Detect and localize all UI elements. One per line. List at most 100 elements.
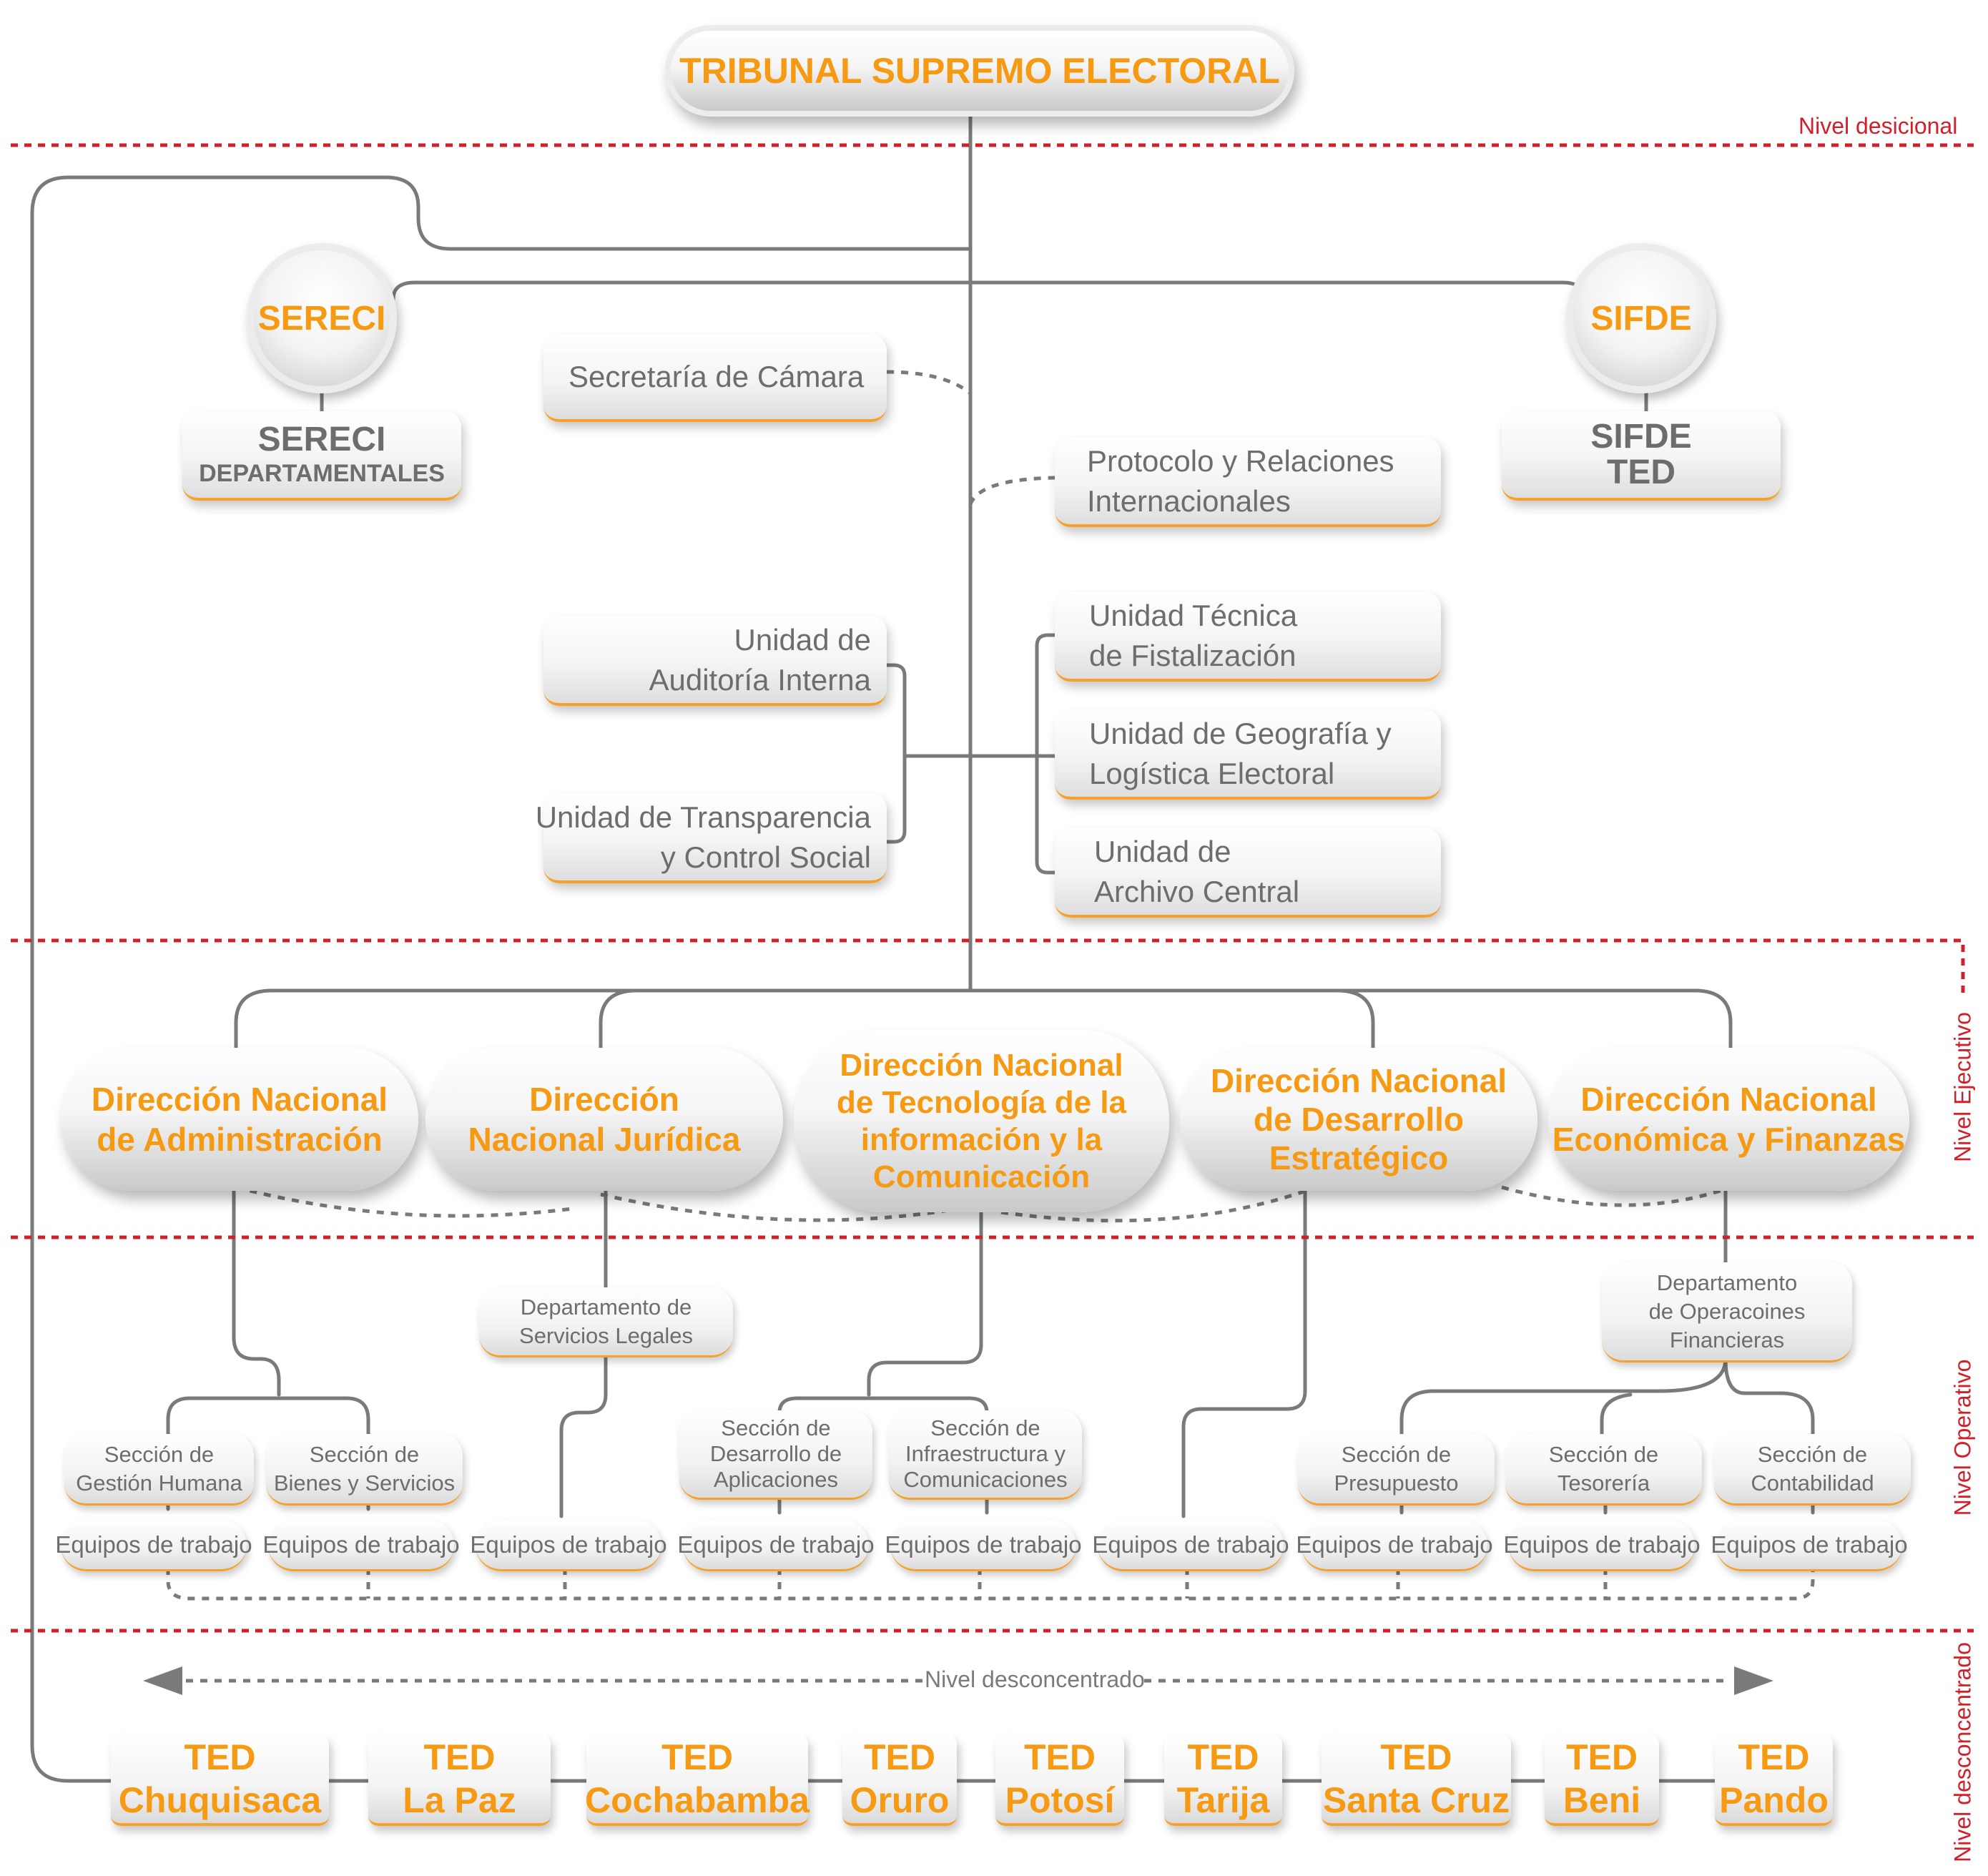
geografia-line2: Logística Electoral [1089,756,1335,790]
depto-operaciones-line1: Departamento [1656,1270,1798,1295]
ted-potosi-line1: TED [1024,1737,1096,1777]
sec-bs-line2: Bienes y Servicios [273,1470,456,1496]
sec-bs-line1: Sección de [309,1441,420,1467]
dir-tec-line4: Comunicación [872,1159,1091,1194]
dir-desarrollo-line3: Estratégico [1269,1139,1449,1177]
ted-oruro-line2: Oruro [850,1780,950,1820]
sec-da-line1: Sección de [721,1415,831,1440]
ted-la-paz: TED La Paz [368,1734,551,1826]
sifde-circle-label: SIFDE [1590,299,1692,338]
ted-tarija-line2: Tarija [1176,1780,1270,1820]
ted-pando: TED Pando [1715,1734,1833,1826]
seccion-gestion-humana-box: Sección de Gestión Humana [64,1434,254,1506]
equipos-trabajo-servicios-legales: Equipos de trabajo [470,1520,667,1571]
sec-da-line3: Aplicaciones [713,1467,839,1492]
dir-tec-line3: información y la [860,1121,1103,1157]
sec-gh-line1: Sección de [104,1441,215,1467]
protocolo-line1: Protocolo y Relaciones [1087,443,1394,478]
sec-da-line2: Desarrollo de [709,1441,842,1466]
auditoria-line1: Unidad de [734,622,871,657]
seccion-bienes-servicios-box: Sección de Bienes y Servicios [266,1434,463,1506]
transparencia-line1: Unidad de Transparencia [535,800,871,834]
protocolo-relaciones-box: Protocolo y Relaciones Internacionales [1055,438,1441,527]
seccion-desarrollo-aplicaciones-box: Sección de Desarrollo de Aplicaciones [679,1410,872,1500]
tribunal-supremo-electoral-node: TRIBUNAL SUPREMO ELECTORAL [665,25,1294,117]
sec-pre-line1: Sección de [1341,1441,1452,1467]
seccion-infraestructura-box: Sección de Infraestructura y Comunicacio… [889,1410,1082,1500]
ted-oruro-line1: TED [864,1737,935,1777]
nivel-ejecutivo-label: Nivel Ejecutivo [1949,1012,1976,1162]
nivel-desconcentrado-center-label: Nivel desconcentrado [925,1666,1145,1692]
ted-cochabamba: TED Cochabamba [585,1734,810,1826]
ted-beni-line2: Beni [1563,1780,1641,1820]
depto-legales-line2: Servicios Legales [519,1322,693,1348]
sec-con-line1: Sección de [1757,1441,1868,1467]
archivo-line1: Unidad de [1094,834,1231,868]
ted-tarija: TED Tarija [1164,1734,1282,1826]
dir-juridica-line2: Nacional Jurídica [468,1121,741,1158]
dir-eco-line2: Económica y Finanzas [1552,1121,1906,1158]
sifde-box-title: SIFDE [1590,417,1692,456]
ted-beni: TED Beni [1545,1734,1659,1826]
sereci-departamentales-box: SERECI DEPARTAMENTALES [182,411,461,501]
sec-inf-line1: Sección de [930,1415,1040,1440]
direccion-administracion-node: Dirección Nacional de Administración [61,1048,418,1191]
dir-admin-line1: Dirección Nacional [91,1081,388,1118]
sifde-circle: SIFDE [1566,243,1716,393]
secretaria-label: Secretaría de Cámara [569,360,865,393]
dir-tec-line2: de Tecnología de la [836,1084,1127,1120]
sec-inf-line2: Infraestructura y [905,1441,1066,1466]
direccion-juridica-node: Dirección Nacional Jurídica [425,1048,783,1191]
ted-santa-cruz-line1: TED [1380,1737,1452,1777]
sifde-ted-box: SIFDE TED [1502,411,1781,501]
ted-potosi: TED Potosí [995,1734,1124,1826]
auditoria-interna-box: Unidad de Auditoría Interna [543,617,887,706]
equipos-trabajo-tesoreria: Equipos de trabajo [1503,1520,1701,1571]
dir-desarrollo-line2: de Desarrollo [1254,1101,1464,1138]
depto-legales-line1: Departamento de [520,1294,692,1320]
sec-tes-line1: Sección de [1548,1441,1659,1467]
ted-oruro: TED Oruro [842,1734,957,1826]
sec-pre-line2: Presupuesto [1334,1470,1459,1496]
archivo-line2: Archivo Central [1094,874,1300,908]
ted-tarija-line1: TED [1187,1737,1259,1777]
sec-tes-line2: Tesorería [1557,1470,1650,1496]
equipos-trabajo-gestion-humana: Equipos de trabajo [55,1520,252,1571]
direccion-tecnologia-node: Dirección Nacional de Tecnología de la i… [794,1030,1169,1212]
nivel-desconcentrado-label: Nivel desconcentrado [1949,1642,1976,1862]
ted-chuquisaca: TED Chuquisaca [111,1734,329,1826]
depto-servicios-legales-box: Departamento de Servicios Legales [479,1287,733,1357]
fiscalizacion-line1: Unidad Técnica [1089,598,1298,632]
archivo-central-box: Unidad de Archivo Central [1055,828,1441,918]
nivel-decisional-label: Nivel desicional [1798,113,1958,139]
sereci-box-title: SERECI [257,420,386,458]
depto-operaciones-financieras-box: Departamento de Operacoines Financieras [1602,1262,1852,1362]
ted-potosi-line2: Potosí [1005,1780,1115,1820]
equipos-trabajo-desarrollo-estrategico: Equipos de trabajo [1092,1520,1289,1571]
depto-operaciones-line2: de Operacoines [1648,1298,1806,1324]
sec-gh-line2: Gestión Humana [76,1470,242,1496]
equipos-trabajo-bienes-servicios: Equipos de trabajo [262,1520,460,1571]
fiscalizacion-line2: de Fistalización [1089,638,1296,672]
ted-pando-line2: Pando [1719,1780,1829,1820]
tribunal-title: TRIBUNAL SUPREMO ELECTORAL [679,51,1280,91]
protocolo-line2: Internacionales [1087,483,1291,518]
ted-cochabamba-line2: Cochabamba [585,1780,810,1820]
auditoria-line2: Auditoría Interna [649,662,871,697]
equipos-trabajo-desarrollo-aplicaciones: Equipos de trabajo [677,1520,875,1571]
ted-chuquisaca-line2: Chuquisaca [118,1780,322,1820]
geografia-logistica-box: Unidad de Geografía y Logística Electora… [1055,710,1441,800]
direccion-economica-node: Dirección Nacional Económica y Finanzas [1548,1048,1909,1191]
ted-beni-line1: TED [1566,1737,1638,1777]
geografia-line1: Unidad de Geografía y [1089,716,1392,750]
sereci-circle: SERECI [247,243,397,393]
dir-admin-line2: de Administración [97,1121,383,1158]
ted-pando-line1: TED [1738,1737,1810,1777]
sec-con-line2: Contabilidad [1751,1470,1874,1496]
depto-operaciones-line3: Financieras [1669,1327,1785,1352]
ted-santa-cruz-line2: Santa Cruz [1322,1780,1510,1820]
ted-chuquisaca-line1: TED [184,1737,256,1777]
dir-eco-line1: Dirección Nacional [1580,1081,1877,1118]
ted-la-paz-line1: TED [423,1737,496,1777]
